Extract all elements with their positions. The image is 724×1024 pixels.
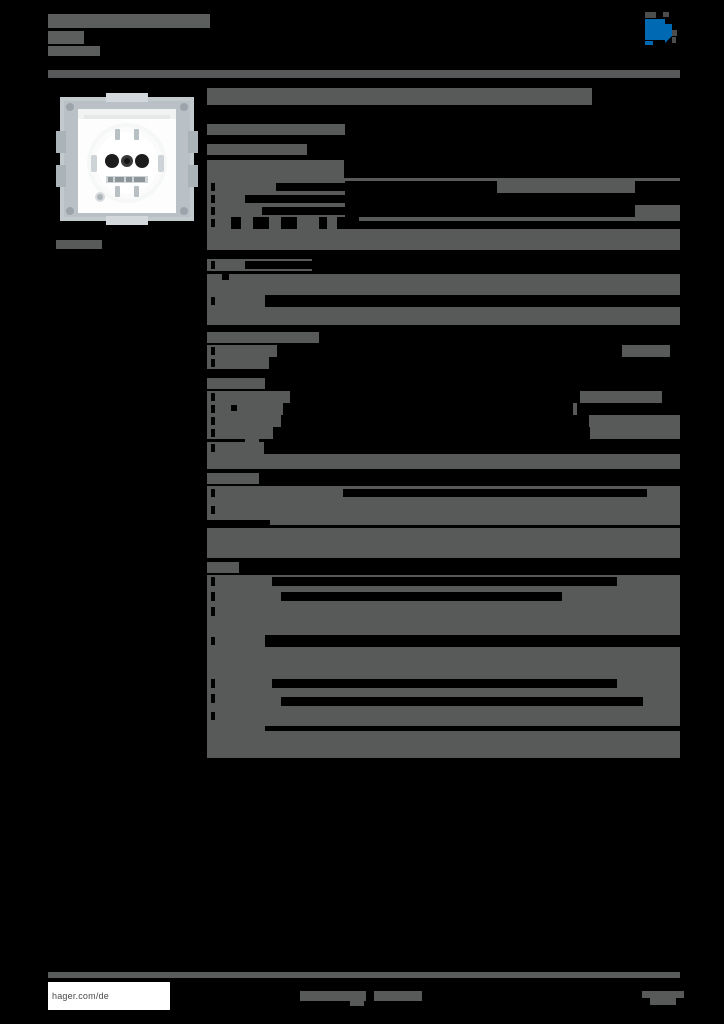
table-row: [207, 271, 680, 295]
table-row: [207, 590, 680, 605]
table-row: [207, 605, 680, 635]
header-title-line-1: [48, 14, 210, 28]
table-row: [207, 391, 680, 403]
table-row: [207, 157, 680, 181]
table-row: [207, 345, 680, 357]
table-row: [207, 217, 680, 229]
footer-page-number: [642, 991, 684, 1005]
section-heading: [207, 562, 239, 573]
document-header: [48, 14, 678, 66]
table-row: [207, 295, 680, 307]
table-row: [207, 504, 680, 525]
section-heading: [207, 144, 307, 155]
section-heading: [207, 332, 319, 343]
table-row: [207, 486, 680, 504]
section-heading: [207, 378, 265, 389]
spec-section: [207, 144, 680, 250]
header-divider: [48, 70, 680, 78]
table-row: [207, 229, 680, 250]
footer-url-label: hager.com/de: [52, 991, 109, 1001]
spec-section: [207, 259, 680, 328]
table-row: [207, 454, 680, 469]
table-row: [207, 677, 680, 692]
main-content: [207, 88, 680, 767]
header-title-line-3: [48, 46, 100, 56]
table-row: [207, 647, 680, 677]
product-caption: [56, 240, 102, 249]
table-row: [207, 357, 680, 369]
table-row: [207, 427, 680, 442]
table-row: [207, 525, 680, 558]
table-row: [207, 575, 680, 590]
section-heading: [207, 473, 259, 484]
spec-section: [207, 562, 680, 758]
product-image: [54, 91, 200, 227]
table-row: [207, 692, 680, 710]
table-row: [207, 205, 680, 217]
footer-center-text: [300, 991, 470, 1006]
table-row: [207, 731, 680, 758]
table-row: [207, 710, 680, 731]
table-row: [207, 442, 680, 454]
spec-section: [207, 378, 680, 469]
header-title-line-2: [48, 31, 84, 44]
spec-section: [207, 332, 680, 369]
table-row: [207, 635, 680, 647]
page-title: [207, 88, 592, 105]
footer-url[interactable]: hager.com/de: [48, 982, 170, 1010]
table-row: [207, 415, 680, 427]
footer-divider: [48, 972, 680, 978]
spec-section: [207, 473, 680, 558]
hager-logo-icon: [641, 10, 689, 54]
page-subtitle: [207, 124, 345, 135]
table-row: [207, 403, 680, 415]
table-row: [207, 259, 680, 271]
table-row: [207, 307, 680, 328]
table-row: [207, 181, 680, 193]
table-row: [207, 193, 680, 205]
